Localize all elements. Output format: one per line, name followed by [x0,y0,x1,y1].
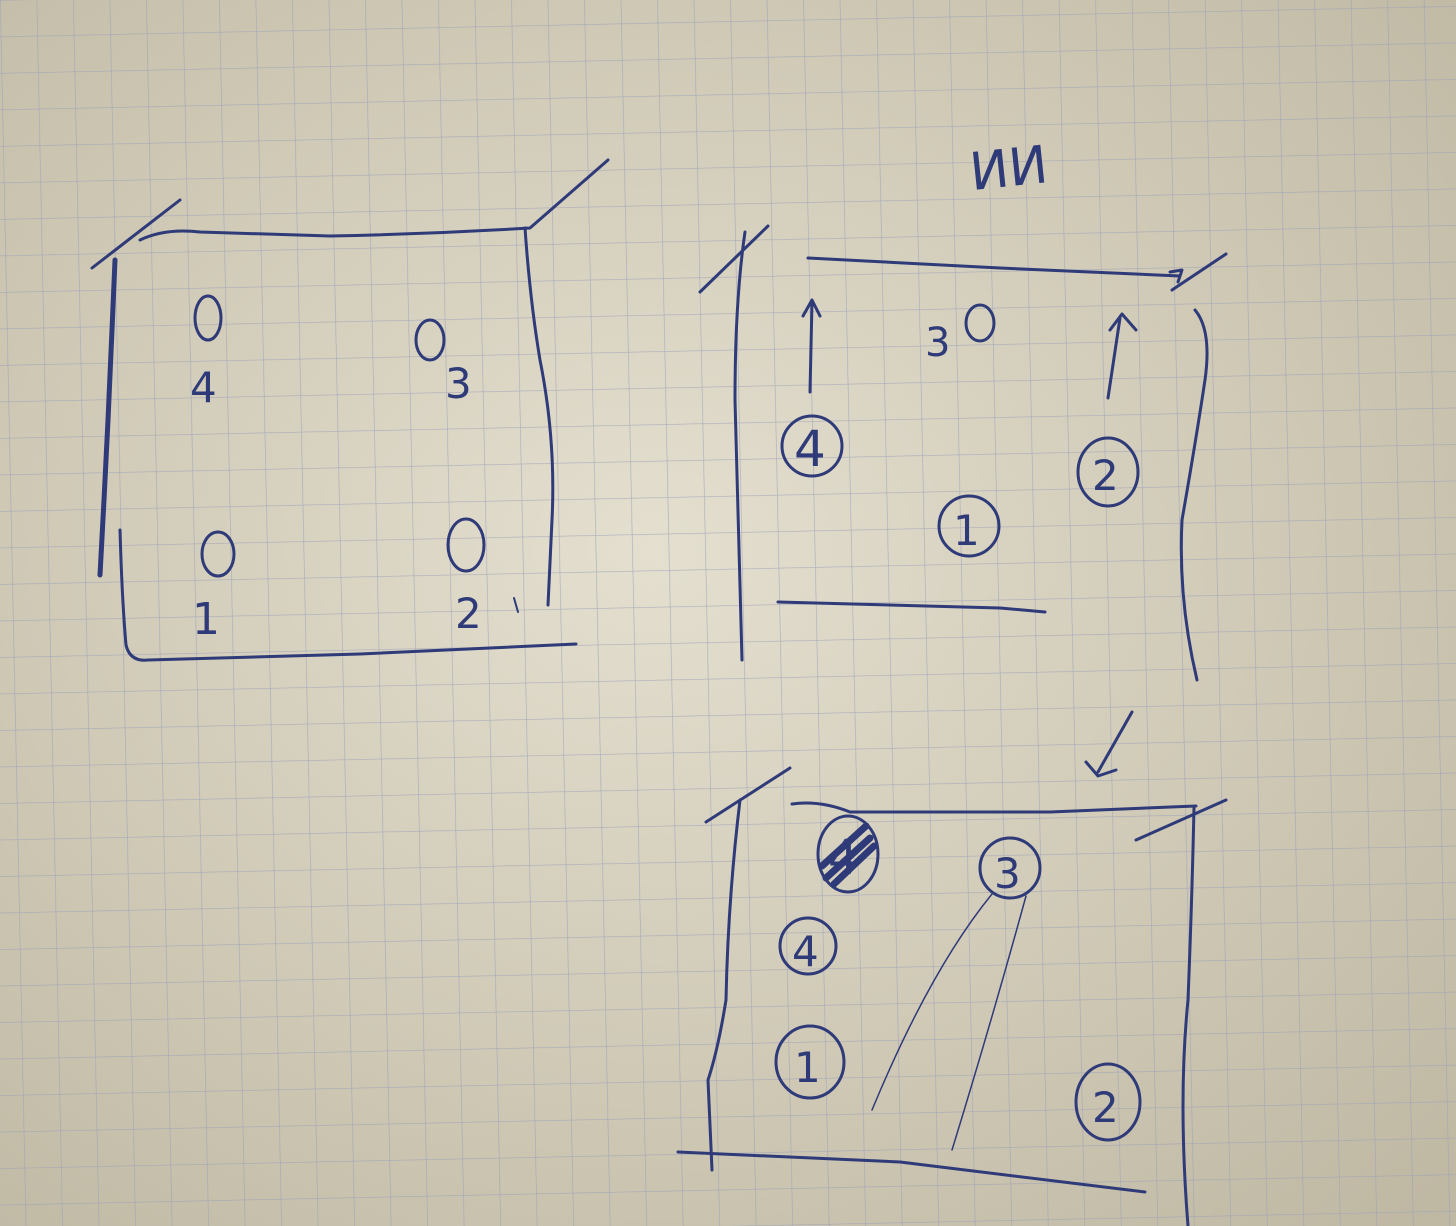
marker-label: 3 [445,359,472,408]
scribble [818,822,878,888]
marker-label: 2 [1092,451,1119,500]
marker-circle [937,494,1001,558]
bottom-border [118,528,578,662]
top-right-slash [1170,252,1228,292]
left-border [97,257,118,578]
bottom-border [676,1150,1147,1194]
top-border [90,158,610,270]
marker-label: 2 [1092,1083,1119,1132]
right-border [1179,308,1209,682]
top-right-slash [1134,798,1228,842]
marker-label: 4 [794,420,826,478]
right-border [523,226,555,607]
diagram-top-left: 4 3 1 2 [90,158,610,662]
left-border [733,230,747,662]
top-border [790,801,1198,814]
marker-label: 1 [192,594,220,645]
marker-label: 1 [953,506,980,555]
marker-circle [978,836,1042,900]
marker-circle [964,303,996,343]
corner-label: 3 [925,320,950,366]
right-border [1181,806,1196,1226]
up-arrow [801,298,822,394]
marker-label: 3 [994,849,1021,898]
left-border [706,798,742,1172]
marker-label: 4 [792,927,819,976]
top-left-slash [698,224,770,294]
diagram-right: 3 4 1 2 [698,224,1228,682]
connector-line [951,895,1027,1151]
ink-tick [513,597,519,613]
marker-label: 1 [794,1043,821,1092]
marker-circle [780,414,844,478]
heading-text: ИИ [967,135,1051,203]
marker-circle-crossed [816,814,880,894]
marker-circle [414,318,446,362]
marker-circle [1076,436,1140,508]
connector-line [871,893,993,1111]
bottom-line [776,600,1047,614]
marker-circle [446,517,486,573]
top-border [806,256,1184,284]
marker-circle [774,1024,846,1100]
marker-circle [200,530,236,578]
marker-circle [193,294,223,342]
marker-label: 2 [455,589,482,638]
top-left-slash [704,766,792,824]
marker-circle [778,916,838,976]
marker-circle [1074,1062,1142,1142]
diagram-bottom: 4 4 3 1 2 [676,710,1228,1226]
down-arrow [1084,710,1134,778]
up-arrow [1106,312,1138,400]
marker-label: 4 [190,363,217,412]
